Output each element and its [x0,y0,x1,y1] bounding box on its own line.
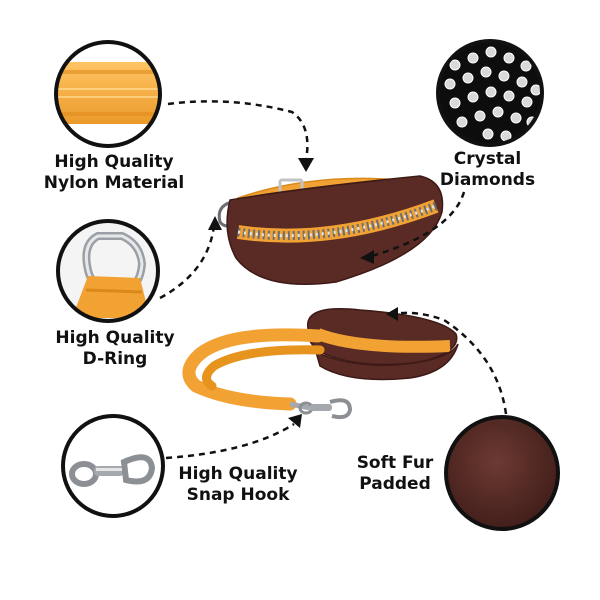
crystal-label-line2: Diamonds [439,170,536,190]
nylon-label-line2: Nylon Material [43,173,185,193]
leash-lead-product [182,328,353,420]
crystal-diamonds-label: Crystal Diamonds [425,149,550,191]
nylon-arrowhead [298,158,314,172]
snap-label-line1: High Quality [178,464,298,484]
nylon-label-line1: High Quality [54,152,174,172]
fur-arrow [393,311,508,415]
crystal-diamonds-circle [436,39,544,147]
dring-label-line1: High Quality [55,328,175,348]
callout-arrows [159,100,508,460]
dring-arrow [159,225,216,300]
dring-arrowhead [208,216,222,230]
leash-handle-product [307,308,459,381]
snap-arrow [165,422,295,460]
crystal-arrow [371,191,466,258]
nylon-material-label: High Quality Nylon Material [34,152,194,194]
fur-padding-circle [444,415,560,531]
crystal-arrowhead [360,250,374,264]
snap-label-line2: Snap Hook [186,485,290,505]
nylon-material-circle [54,40,162,148]
snap-arrowhead [288,414,302,428]
crystal-label-line1: Crystal [453,149,522,169]
d-ring-circle [56,219,160,323]
fur-label-line1: Soft Fur [356,453,434,473]
fur-padded-label: Soft Fur Padded [340,453,450,495]
d-ring-label: High Quality D-Ring [35,328,195,370]
fur-label-line2: Padded [359,474,431,494]
arrow-heads [208,158,398,428]
snap-hook-label: High Quality Snap Hook [158,464,318,506]
nylon-arrow [167,100,309,161]
collar-product [217,175,444,285]
fur-arrowhead [386,307,398,321]
dring-label-line2: D-Ring [82,349,148,369]
snap-hook-circle [61,414,165,518]
